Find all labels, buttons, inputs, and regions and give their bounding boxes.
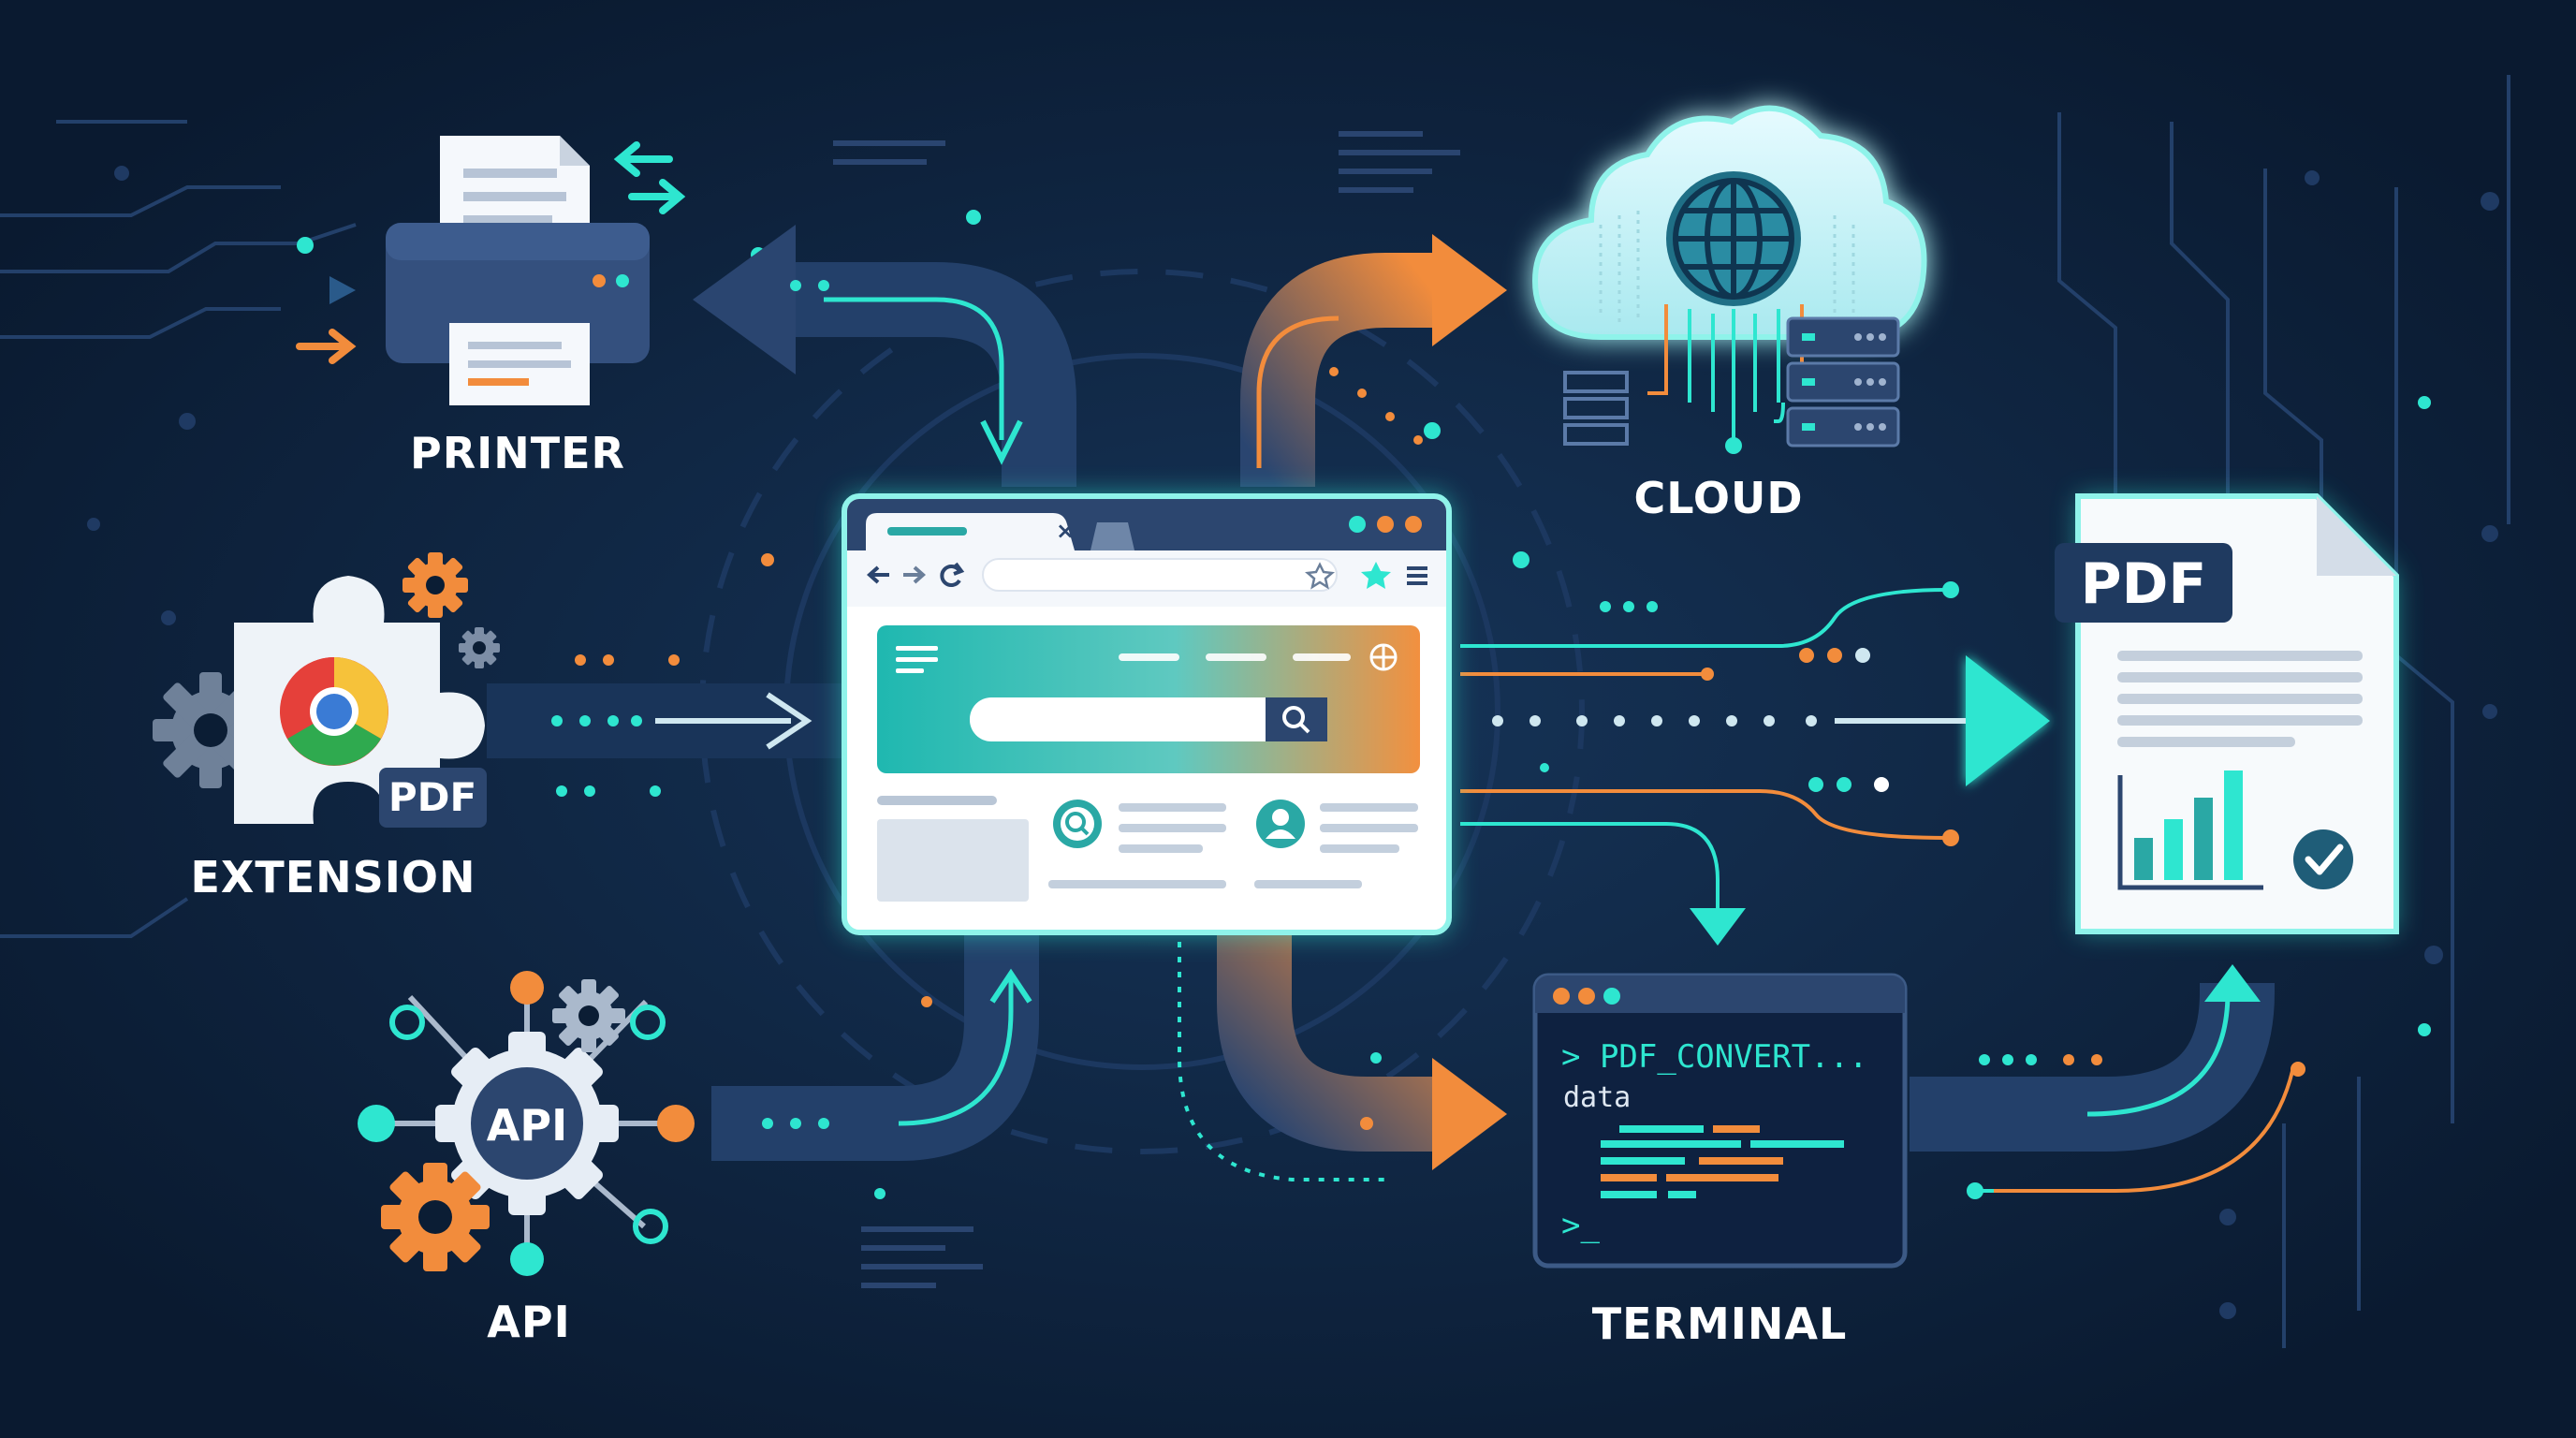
- hero-search-input[interactable]: [970, 697, 1327, 741]
- circuit-dots-left: [87, 166, 196, 625]
- check-icon: [2293, 829, 2353, 889]
- extension-node: PDF EXTENSION: [153, 552, 500, 902]
- server-left-icon: [1563, 371, 1629, 446]
- circuit-traces-right: [2057, 75, 2510, 1348]
- flow-printer-to-browser: [693, 225, 1076, 487]
- terminal-label: TERMINAL: [1592, 1299, 1848, 1349]
- extension-pdf-badge-text: PDF: [388, 774, 476, 820]
- circuit-dots-right: [2219, 170, 2499, 1319]
- hamburger-icon[interactable]: [896, 646, 938, 673]
- small-gear-icon: [402, 552, 500, 668]
- window-dot-2[interactable]: [1377, 516, 1394, 533]
- search-icon: [1282, 706, 1310, 734]
- terminal-node: > PDF_CONVERT... data >_ TERMINAL: [1532, 973, 1908, 1349]
- flow-browser-to-pdf: [1451, 581, 2050, 846]
- pdf-badge: [2055, 543, 2232, 623]
- printer-label: PRINTER: [410, 428, 625, 478]
- hero-globe-icon[interactable]: [1369, 643, 1398, 671]
- server-icon: [1786, 316, 1900, 448]
- content-thumbnail[interactable]: [877, 819, 1029, 902]
- hero-nav-link-3[interactable]: [1293, 653, 1351, 661]
- bookmark-star-icon[interactable]: [1305, 562, 1335, 590]
- printer-node: PRINTER: [296, 136, 686, 478]
- window-dot-3[interactable]: [1405, 516, 1422, 533]
- small-arrow-icon: [329, 276, 356, 304]
- flow-browser-to-cloud: [1240, 234, 1507, 487]
- api-gear-icon: [435, 1032, 619, 1215]
- api-gear-text: API: [487, 1100, 567, 1151]
- decorative-dots: [761, 367, 1549, 1199]
- nav-back-icon[interactable]: [866, 565, 889, 584]
- pdf-node: PDF: [2055, 493, 2399, 934]
- flow-extension-to-browser: [487, 654, 842, 797]
- api-orange-gear-icon: [381, 1163, 490, 1271]
- nav-forward-icon[interactable]: [903, 565, 927, 584]
- cloud-data-lines: [1599, 211, 1855, 323]
- exchange-arrows-icon: [296, 141, 686, 364]
- api-small-gear-icon: [552, 979, 625, 1052]
- decorative-code-lines: [833, 131, 1460, 1288]
- flow-down-to-terminal: [1460, 822, 1746, 946]
- printer-icon: [386, 136, 650, 405]
- api-network-nodes: [358, 971, 695, 1276]
- pdf-text-lines: [2117, 651, 2363, 747]
- browser-window: ×: [842, 493, 1452, 935]
- window-dot-1[interactable]: [1349, 516, 1366, 533]
- tab-close-icon[interactable]: ×: [1056, 518, 1075, 544]
- terminal-command-line: > PDF_CONVERT...: [1561, 1038, 1868, 1076]
- api-label: API: [487, 1297, 570, 1347]
- flow-api-to-browser: [711, 927, 1039, 1161]
- extension-pdf-badge: [379, 768, 487, 828]
- terminal-data-line: data: [1563, 1081, 1631, 1114]
- pdf-badge-text: PDF: [2081, 551, 2207, 617]
- terminal-output-lines: [1601, 1125, 1844, 1198]
- bar-chart-icon: [2117, 770, 2263, 890]
- circuit-traces-left: [0, 120, 357, 938]
- hero-nav-link-1[interactable]: [1119, 653, 1179, 661]
- flow-terminal-to-pdf: [1910, 964, 2305, 1199]
- address-bar[interactable]: [982, 558, 1338, 592]
- star-icon[interactable]: [1361, 562, 1391, 589]
- cloud-label: CLOUD: [1633, 473, 1803, 523]
- terminal-prompt: >_: [1561, 1207, 1600, 1244]
- reload-icon[interactable]: [940, 562, 965, 587]
- chrome-icon: [280, 657, 388, 766]
- api-node: API API: [358, 971, 695, 1347]
- hero-nav-link-2[interactable]: [1206, 653, 1266, 661]
- cloud-node: CLOUD: [1531, 105, 1927, 523]
- menu-icon[interactable]: [1407, 566, 1427, 585]
- extension-label: EXTENSION: [190, 852, 476, 902]
- browser-tab[interactable]: [866, 513, 1075, 550]
- flow-browser-to-terminal: [1178, 927, 1507, 1181]
- globe-icon: [1666, 171, 1801, 306]
- new-tab-button[interactable]: [1090, 522, 1134, 550]
